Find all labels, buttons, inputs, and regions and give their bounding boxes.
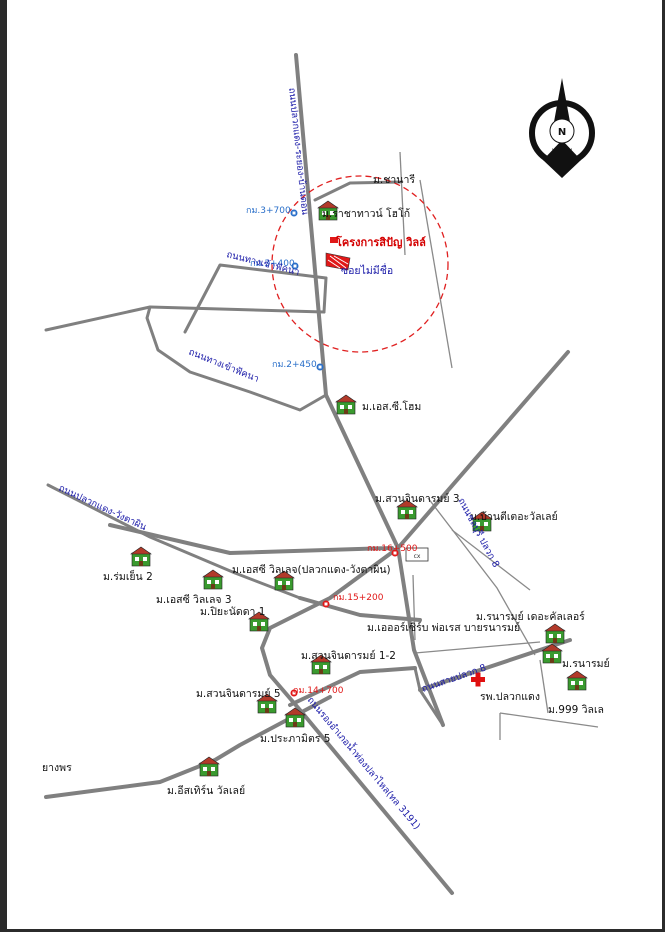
km-marker-icon [290, 209, 298, 217]
house-icon [202, 569, 224, 590]
label-village-romyen2: ม.ร่มเย็น 2 [103, 569, 153, 583]
km-marker-icon [322, 600, 330, 608]
hospital-icon [471, 672, 485, 687]
project-marker-icon [330, 237, 338, 243]
label-project: โครงการสิปัญ วิลล์ [335, 235, 426, 249]
house-icon [335, 394, 357, 415]
major-roads [44, 53, 572, 895]
road-name-south-road: ถนนรองอำเภอน้ำท่องปลาไหล(ทล 3191) [305, 694, 424, 832]
km-label-3400: กม.3+400 [250, 259, 295, 269]
minor-roads [399, 151, 599, 740]
label-village-ranaram-the-color: ม.รนารมย์ เดอะคัลเลอร์ [476, 610, 585, 623]
house-icon [566, 670, 588, 691]
label-village-thaotown: ม.ราชาทาวน์ โฮโก้ [322, 207, 410, 220]
frame-right-border [662, 0, 665, 932]
label-soi-unnamed: ซอยไม่มีชื่อ [341, 263, 393, 277]
label-village-suanjindamai3: ม.สวนจินดารมย์ 3 [375, 492, 460, 505]
label-hospital: รพ.ปลวกแดง [480, 691, 540, 703]
label-place-yangporn: ยางพร [42, 762, 72, 774]
label-village-ranaram: ม.รนารมย์ [562, 657, 610, 670]
road-name-small-road1: ถนนทางเข้าฟัคนา [225, 249, 300, 278]
junction-box [405, 547, 429, 562]
frame-bottom-border [0, 929, 665, 932]
road-name-small-road2: ถนนทางเข้าฟัคนา [187, 347, 261, 385]
frame-left-border [0, 0, 7, 932]
label-village-isetirin: ม.อีสเทิร์น วัลเลย์ [167, 784, 245, 797]
label-village-suanjindamai5: ม.สวนจินดารมย์ 5 [196, 687, 281, 700]
north-arrow-icon: N [529, 78, 595, 178]
label-village-baanti-valley: ม.บ้านตีเตอะวัลเลย์ [470, 510, 558, 523]
km-marker-icon [316, 363, 324, 371]
label-village-sc-home: ม.เอส.ซี.โฮม [362, 400, 421, 413]
label-village-suanjindamai12: ม.สวนจินดารมย์ 1-2 [301, 649, 396, 662]
km-label-14700: กม.14+700 [293, 686, 344, 696]
km-label-3700: กม.3+700 [246, 206, 291, 216]
project-plot-icon [325, 252, 351, 271]
label-village-chanaree: ม.ชานารี [373, 173, 415, 186]
label-village-piyanutda1: ม.ปิยะนัดดา 1 [200, 606, 265, 618]
junction-box-label: cx [414, 553, 421, 560]
km-label-15200: กม.15+200 [333, 593, 384, 603]
label-village-sc-village3: ม.เอสซี วิลเลจ 3 [156, 593, 232, 606]
road-name-east-road: ถนนชลบุรี ปลวก 8 [455, 496, 502, 570]
house-icon [130, 546, 152, 567]
house-icon [544, 623, 566, 644]
label-village-999: ม.999 วิลเล [548, 704, 604, 716]
road-name-west-road: ถนนปลวกแดง-วังตาผิน [57, 483, 149, 534]
compass-letter: N [558, 127, 566, 138]
km-label-16500: กม.16+500 [367, 544, 418, 554]
project-area-circle [271, 175, 449, 353]
label-village-sc-village: ม.เอสซี วิลเลจ(ปลวกแดง-วังตาผิน) [232, 563, 391, 576]
label-village-prapamitr5: ม.ประภามิตร 5 [260, 733, 330, 745]
road-name-main-north: ถนนปลวกแดง-ระยอง-บ้านดอน [286, 87, 310, 216]
label-village-air-city: ม.เอออร์เซิร์บ พ่อเรส บายรนารมย์ [367, 621, 520, 634]
km-label-2450: กม.2+450 [272, 360, 317, 370]
